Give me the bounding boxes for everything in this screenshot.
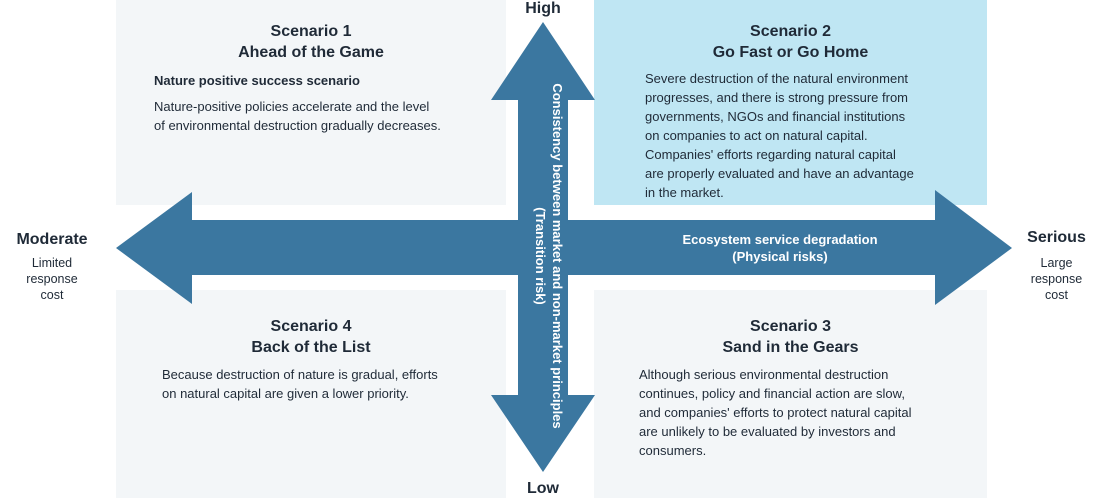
scenario-3-line: and companies' efforts to protect natura… <box>639 405 912 420</box>
scenario-3-line: Although serious environmental destructi… <box>639 367 889 382</box>
scenario-2-line: in the market. <box>645 185 724 200</box>
scenario-2-line: are properly evaluated and have an advan… <box>645 166 914 181</box>
scenario-3-line: are unlikely to be evaluated by investor… <box>639 424 896 439</box>
axis-note-line: response <box>26 272 78 286</box>
horizontal-axis-label: Ecosystem service degradation (Physical … <box>600 231 960 265</box>
scenario-3-title: Scenario 3 Sand in the Gears <box>594 316 987 358</box>
scenario-2-title: Scenario 2 Go Fast or Go Home <box>594 21 987 63</box>
axis-note-line: cost <box>1045 288 1068 302</box>
scenario-2-line: on companies to act on natural capital. <box>645 128 868 143</box>
scenario-1-description: Nature-positive policies accelerate and … <box>154 97 441 135</box>
scenario-1-title: Scenario 1 Ahead of the Game <box>116 21 506 63</box>
scenario-4-panel: Scenario 4 Back of the List Because dest… <box>116 290 506 498</box>
axis-note-line: Large <box>1040 256 1073 270</box>
scenario-4-line: on natural capital are given a lower pri… <box>162 386 409 401</box>
scenario-3-panel: Scenario 3 Sand in the Gears Although se… <box>594 290 987 498</box>
scenario-1-name: Ahead of the Game <box>238 44 384 61</box>
scenario-1-number: Scenario 1 <box>270 23 352 40</box>
scenario-3-number: Scenario 3 <box>750 318 831 335</box>
horizontal-axis-label-line: Ecosystem service degradation <box>682 232 878 247</box>
scenario-2-name: Go Fast or Go Home <box>712 44 869 61</box>
vertical-axis-label-line: Consistency between market and non-marke… <box>550 83 565 429</box>
axis-note-line: Limited <box>31 256 73 270</box>
scenario-2-line: Companies' efforts regarding natural cap… <box>645 147 896 162</box>
scenario-3-name: Sand in the Gears <box>722 339 859 356</box>
axis-high-label: High <box>525 0 561 17</box>
scenario-2-description: Severe destruction of the natural enviro… <box>645 69 914 202</box>
axis-serious-note: Large response cost <box>1013 255 1100 303</box>
axis-note-line: response <box>1030 272 1083 286</box>
axis-serious-label: Serious <box>1027 229 1086 246</box>
vertical-arrow <box>491 22 595 472</box>
vertical-axis-label: Consistency between market and non-marke… <box>520 46 566 466</box>
scenario-2-line: Severe destruction of the natural enviro… <box>645 71 909 86</box>
scenario-2-panel: Scenario 2 Go Fast or Go Home Severe des… <box>594 0 987 205</box>
vertical-axis-label-line: (Transition risk) <box>533 207 548 305</box>
scenario-4-title: Scenario 4 Back of the List <box>116 316 506 358</box>
axis-moderate-note: Limited response cost <box>0 255 104 303</box>
scenario-3-line: continues, policy and financial action a… <box>639 386 905 401</box>
scenario-1-subtitle: Nature positive success scenario <box>154 73 360 88</box>
scenario-4-number: Scenario 4 <box>270 318 352 335</box>
scenario-4-line: Because destruction of nature is gradual… <box>162 367 438 382</box>
scenario-1-line: of environmental destruction gradually d… <box>154 118 441 133</box>
scenario-3-line: consumers. <box>639 443 707 458</box>
scenario-1-panel: Scenario 1 Ahead of the Game Nature posi… <box>116 0 506 205</box>
scenario-2-number: Scenario 2 <box>750 23 831 40</box>
axis-low-label: Low <box>527 480 559 497</box>
scenario-3-description: Although serious environmental destructi… <box>639 365 912 460</box>
scenario-1-line: Nature-positive policies accelerate and … <box>154 99 430 114</box>
horizontal-axis-label-line: (Physical risks) <box>732 249 828 264</box>
scenario-4-name: Back of the List <box>251 339 371 356</box>
scenario-2-line: progresses, and there is strong pressure… <box>645 90 909 105</box>
axis-note-line: cost <box>40 288 64 302</box>
scenario-2-line: governments, NGOs and financial institut… <box>645 109 906 124</box>
scenario-4-description: Because destruction of nature is gradual… <box>162 365 438 403</box>
axis-moderate-label: Moderate <box>16 231 88 248</box>
